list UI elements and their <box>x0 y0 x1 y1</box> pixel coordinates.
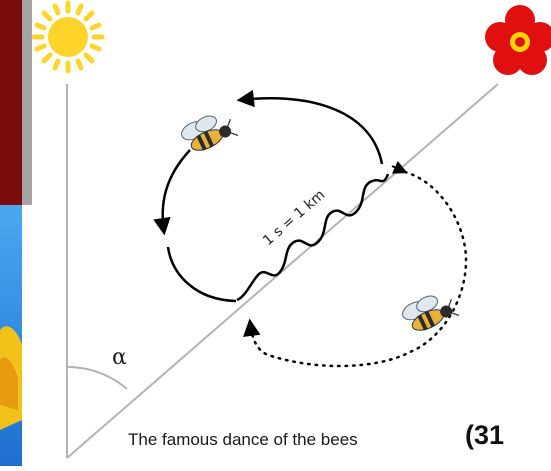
angle-arc <box>66 365 128 390</box>
bee-icon <box>402 295 460 331</box>
return-loop-dotted <box>243 170 468 368</box>
bee-icon <box>181 115 239 151</box>
caption: The famous dance of the bees <box>128 430 358 449</box>
flower-direction-line <box>66 83 499 459</box>
return-loop-solid-left <box>153 149 191 236</box>
return-loop-solid-top <box>236 89 384 165</box>
return-loop-solid-bottom <box>166 246 237 303</box>
angle-label: α <box>112 345 127 370</box>
flower-icon <box>485 5 551 75</box>
waggle-run-path <box>236 173 390 302</box>
sun-icon <box>31 0 105 74</box>
guide-lines <box>66 83 499 459</box>
background-photo-strip <box>0 0 32 466</box>
dotted-loop-start-arrow <box>391 160 408 174</box>
page-marker: (31 <box>465 420 505 450</box>
